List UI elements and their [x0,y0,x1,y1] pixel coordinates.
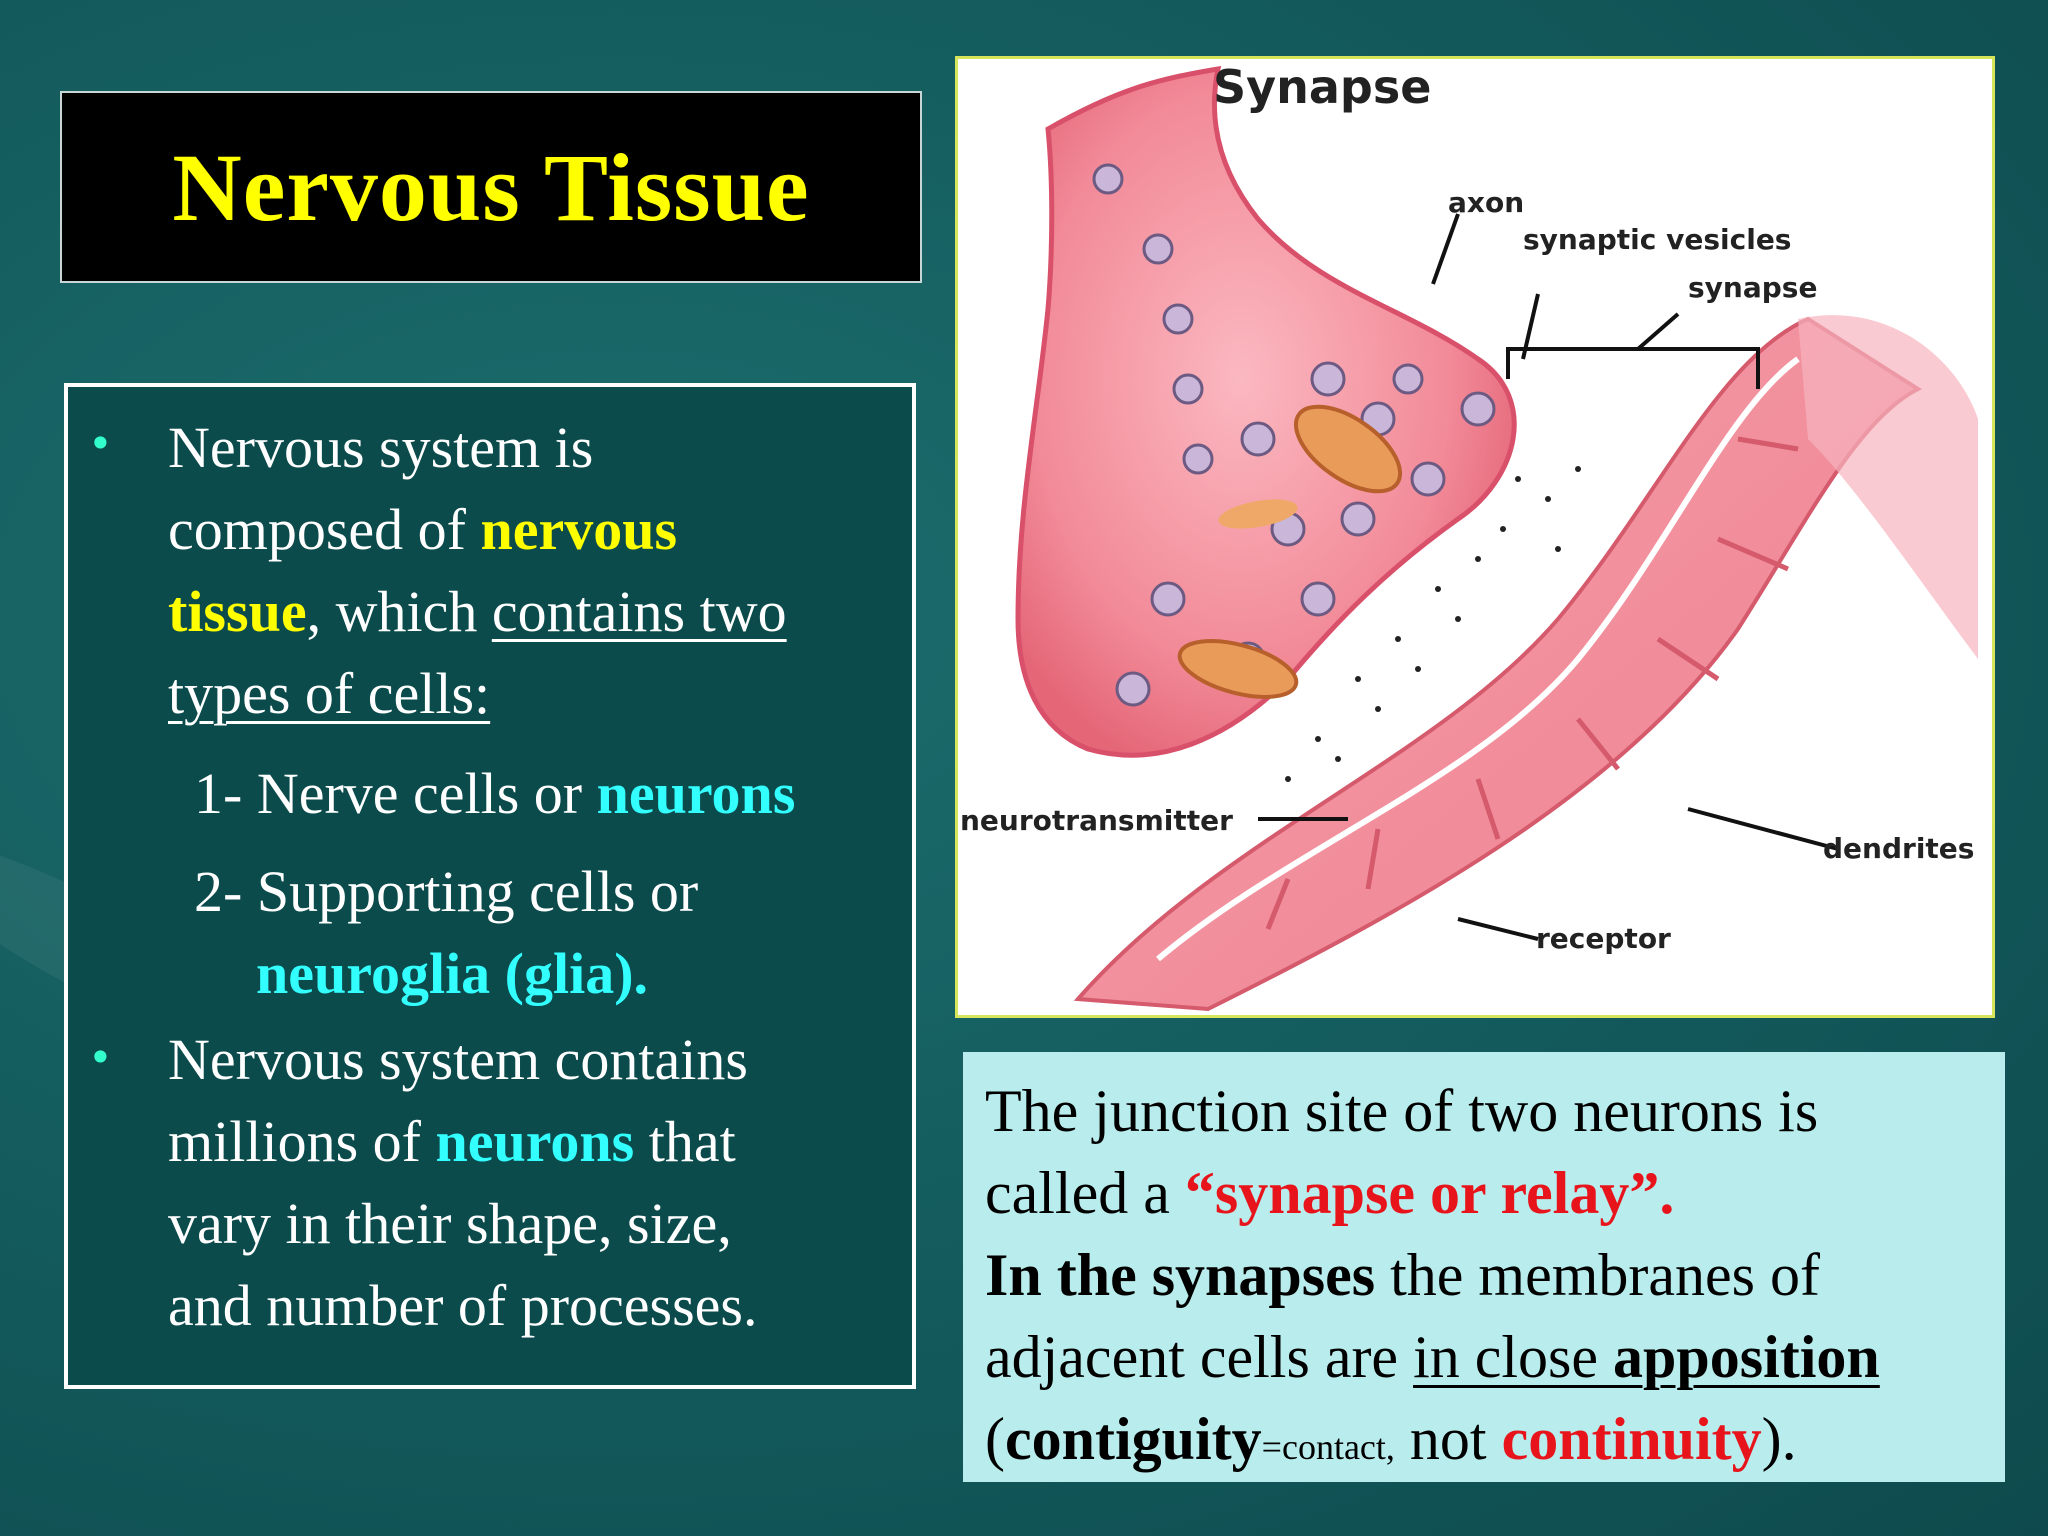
note-line-2: called a “synapse or relay”. [985,1160,1675,1226]
bullet-icon: • [88,1033,113,1082]
synapse-illustration: Synapse axon synaptic vesicles synapse n… [960,60,1978,1012]
title-box: Nervous Tissue [60,91,922,283]
list-item-neurons: 1- Nerve cells or neurons [194,761,796,826]
slide-title: Nervous Tissue [172,133,810,241]
bullet-panel: • Nervous system is composed of nervous … [64,383,916,1389]
label-synaptic-vesicles: synaptic vesicles [1523,223,1791,256]
bullet-2-line-1: Nervous system contains [168,1027,748,1092]
bullet-2-line-2: millions of neurons that [168,1109,736,1174]
dendrite-outer [1798,315,1978,659]
note-line-3: In the synapses the membranes of [985,1242,1820,1308]
axon-terminal [1015,65,1517,758]
leader-lines [1258,213,1839,941]
label-receptor: receptor [1536,922,1671,955]
mitochondrion [1218,499,1298,529]
list-item-supporting: 2- Supporting cells or [194,859,699,924]
bullet-1-line-2: composed of nervous [168,497,678,562]
bullet-2-line-3: vary in their shape, size, [168,1191,732,1256]
diagram-title: Synapse [1213,60,1431,114]
mitochondrion [1293,404,1403,494]
label-neurotransmitter: neurotransmitter [960,804,1233,837]
bullet-1-line-4: types of cells: [168,661,491,726]
label-dendrites: dendrites [1823,832,1974,865]
bullet-icon: • [88,419,113,468]
neurotransmitter-dots [1285,466,1581,782]
note-line-1: The junction site of two neurons is [985,1078,1819,1144]
mitochondrion [1177,639,1299,699]
bullet-1-line-3: tissue, which contains two [168,579,787,644]
note-line-5: (contiguity=contact, not continuity). [985,1406,1797,1472]
synapse-diagram: Synapse axon synaptic vesicles synapse n… [955,56,1995,1018]
label-axon: axon [1448,186,1524,219]
dendrite-membrane [1156,356,1800,962]
note-line-4: adjacent cells are in close apposition [985,1324,1880,1390]
list-item-neuroglia: neuroglia (glia). [256,941,649,1006]
receptor-spines [1265,436,1799,930]
bullet-1-line-1: Nervous system is [168,415,594,480]
label-synapse: synapse [1688,271,1817,304]
bullet-2-line-4: and number of processes. [168,1273,758,1338]
definition-note: The junction site of two neurons is call… [963,1052,2005,1482]
